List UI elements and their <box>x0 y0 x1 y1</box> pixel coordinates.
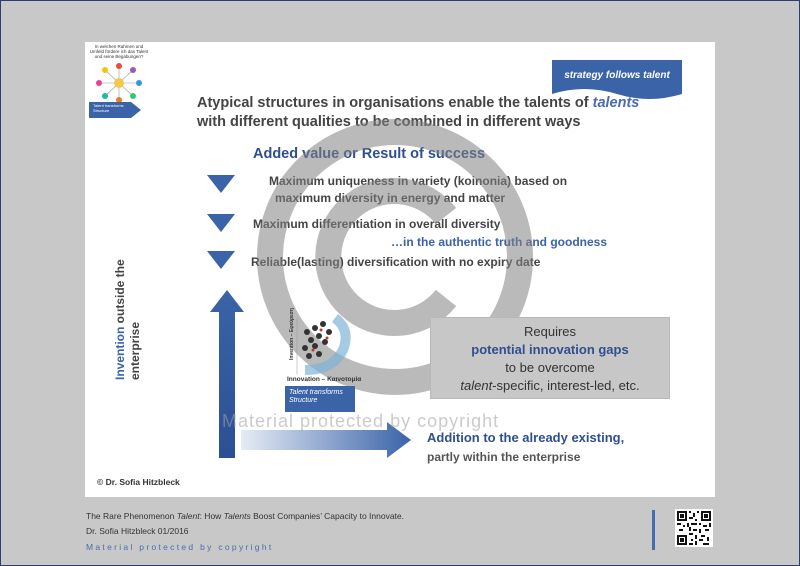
addition-line2: partly within the enterprise <box>427 450 581 464</box>
down-arrow-icon <box>207 214 235 232</box>
headline-emphasis: talents <box>592 95 640 111</box>
thumbnail-question: In welchen Rahmen und Umfeld fördere ich… <box>89 44 149 59</box>
slide-copyright: © Dr. Sofia Hitzbleck <box>97 477 180 487</box>
footer-copyright: Material protected by copyright <box>86 542 274 552</box>
footer-title: The Rare Phenomenon Talent: How Talents … <box>86 511 405 521</box>
headline-line1: Atypical structures in organisations ena… <box>197 95 593 111</box>
footer-author: Dr. Sofia Hitzbleck 01/2016 <box>86 526 189 536</box>
requires-line3: to be overcome <box>505 360 595 375</box>
addition-line1: Addition to the already existing, <box>427 430 625 445</box>
banner-label: strategy follows talent <box>564 70 670 81</box>
innovation-caption: Innovation – Καινοτομία <box>287 376 362 383</box>
requires-box: Requires potential innovation gaps to be… <box>430 317 670 399</box>
slide: In welchen Rahmen und Umfeld fördere ich… <box>85 42 715 497</box>
requires-line2: potential innovation gaps <box>471 342 629 357</box>
strategy-banner-icon <box>552 60 682 99</box>
right-arrow-icon <box>241 422 411 458</box>
invention-people-illustration <box>296 314 351 375</box>
down-arrow-icon <box>207 175 235 193</box>
watermark-text: Material protected by copyright <box>222 411 500 431</box>
requires-line1: Requires <box>523 324 577 339</box>
requires-line4: talent-specific, interest-led, etc. <box>460 378 640 393</box>
thumbnail-arrow-icon <box>89 102 141 118</box>
talent-transforms-box: Talent transforms Structure <box>285 386 355 412</box>
copyright-watermark-icon <box>257 119 533 395</box>
hub-diagram-icon <box>96 63 142 103</box>
up-arrow-icon <box>210 290 244 458</box>
footer-divider <box>652 510 655 550</box>
qr-code-icon[interactable] <box>675 509 713 547</box>
invention-outside-label: Invention outside the enterprise <box>113 259 142 380</box>
down-arrow-icon <box>207 251 235 269</box>
invention-vertical-caption: Invention – Εφεύρεση <box>289 308 295 360</box>
thumbnail-arrow-label: Talent transforms Structure <box>93 103 124 113</box>
list-item-subline: …in the authentic truth and goodness <box>391 235 607 249</box>
